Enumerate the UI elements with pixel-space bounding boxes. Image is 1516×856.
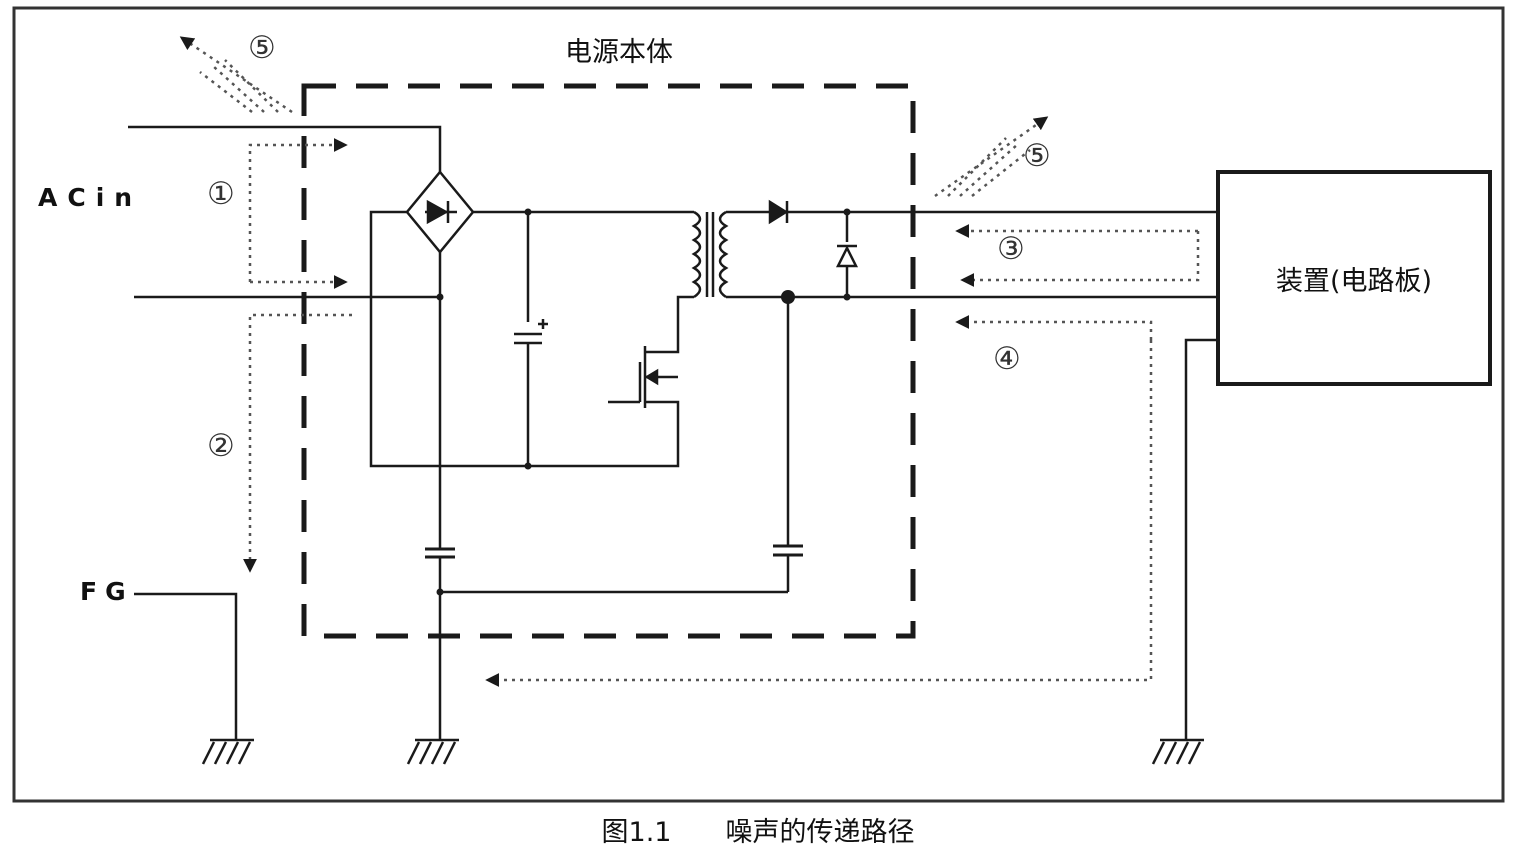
fg-label: FG [80,577,134,606]
ground-symbols [201,738,1204,765]
path-label-5-output: ⑤ [1023,138,1051,174]
power-supply-boundary [301,83,916,639]
circuit-wiring [128,125,1218,740]
path-label-1: ① [207,176,235,212]
bridge-rectifier [405,170,475,254]
output-diode [768,199,789,225]
noise-paths [179,36,1200,687]
y-capacitors [425,544,803,559]
noise-path-5a-ray1 [179,36,293,114]
device-label: 装置(电路板) [1275,265,1433,297]
noise-path-3a [960,231,1200,287]
noise-path-4b [485,340,1153,687]
path-label-4: ④ [993,341,1021,377]
outer-frame [12,6,1505,803]
junction-dots [436,208,851,596]
clamp-diode [835,244,859,268]
device-box [1216,170,1492,386]
figure-caption: 图1.1 噪声的传递路径 [601,817,915,848]
bulk-capacitor [514,319,548,345]
ac-in-label: ACin [38,183,143,212]
transformer [691,210,729,299]
power-supply-label: 电源本体 [565,37,673,68]
mosfet-switch [608,346,678,408]
path-label-5-input: ⑤ [248,30,276,66]
noise-path-2 [243,313,352,573]
path-label-3: ③ [997,231,1025,267]
path-label-2: ② [207,428,235,464]
noise-path-1 [248,138,348,282]
noise-path-4a [955,315,1153,340]
noise-path-5b-ray1 [934,116,1049,198]
